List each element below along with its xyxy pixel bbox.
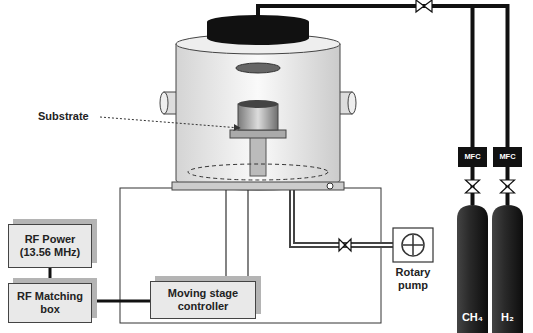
base-ring — [188, 164, 328, 180]
cylinder-body — [492, 205, 523, 333]
electrode — [236, 63, 280, 73]
pump-line-inner — [292, 186, 393, 245]
stage-wire — [226, 190, 248, 281]
substrate — [238, 100, 278, 108]
gas-cylinder: H₂ — [492, 205, 523, 333]
connector-line — [92, 300, 150, 303]
node-text: CH₄ — [462, 311, 483, 324]
side-port-flange — [348, 92, 356, 114]
stage-frame — [120, 188, 381, 323]
pump-cross — [403, 235, 423, 255]
node-text: H₂ — [501, 311, 514, 324]
matching-box: RF Matching box — [8, 283, 92, 323]
node-text: MFC — [499, 153, 515, 162]
pump-rotor — [402, 234, 424, 256]
node-text: MFC — [464, 153, 480, 162]
base-port — [327, 183, 333, 189]
chamber-body — [176, 44, 340, 190]
node-text: RF Matching box — [13, 290, 87, 315]
power-supply-box: RF Power (13.56 MHz) — [8, 224, 92, 268]
valve-symbol — [416, 0, 432, 12]
valve-symbol — [339, 239, 351, 251]
flow-controller: MFC — [493, 147, 522, 167]
controller-box: Moving stage controller — [150, 281, 256, 319]
connector-line — [49, 268, 52, 283]
valve-symbol — [501, 180, 515, 193]
chamber-lid — [207, 15, 309, 45]
cylinder-body — [457, 205, 488, 333]
valve-symbol — [466, 180, 480, 193]
node-text: RF Power (13.56 MHz) — [13, 233, 87, 258]
pump-housing — [393, 228, 433, 262]
leader-line — [100, 117, 240, 128]
side-port-flange — [160, 92, 168, 114]
node-text: Moving stage controller — [155, 287, 251, 312]
stage-plate — [230, 130, 286, 138]
pump-symbol: Rotary pump — [382, 226, 444, 300]
stage-shaft — [250, 136, 266, 176]
pump-line — [292, 186, 393, 245]
pump-outline — [382, 226, 444, 264]
node-text: Rotary pump — [382, 266, 444, 291]
callout-label: Substrate — [38, 110, 89, 122]
base-plate — [172, 182, 344, 190]
flow-controller: MFC — [458, 147, 487, 167]
gas-cylinder: CH₄ — [457, 205, 488, 333]
